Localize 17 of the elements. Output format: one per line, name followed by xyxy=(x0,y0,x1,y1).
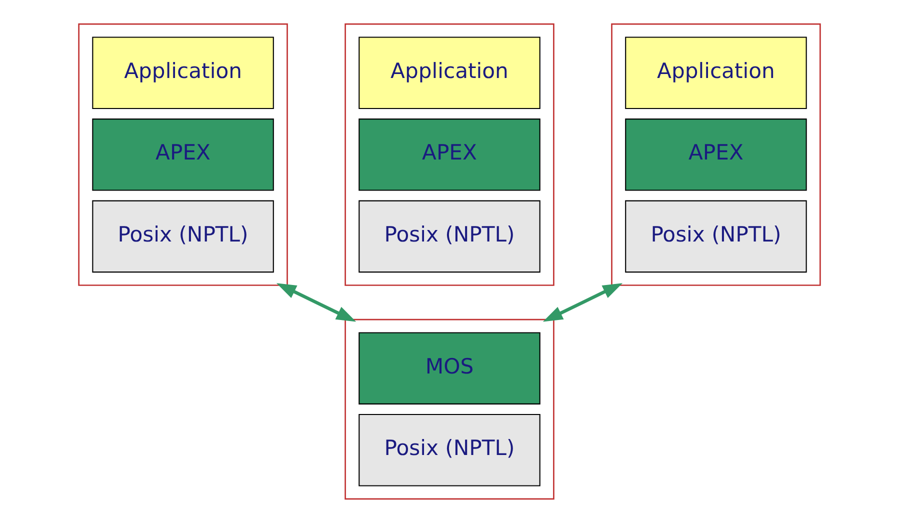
cluster xyxy=(610,23,820,286)
node-box: Posix (NPTL) xyxy=(358,200,540,273)
arrow xyxy=(276,283,356,322)
node-box: APEX xyxy=(358,118,540,191)
node-box: APEX xyxy=(92,118,274,191)
arrow xyxy=(542,283,622,322)
node-box: Application xyxy=(92,36,274,110)
node-box: Posix (NPTL) xyxy=(358,414,540,486)
cluster xyxy=(344,23,554,286)
node-box: APEX xyxy=(624,118,806,191)
node-box: Application xyxy=(358,36,540,110)
node-box: MOS xyxy=(358,332,540,404)
node-box: Posix (NPTL) xyxy=(624,200,806,273)
cluster xyxy=(78,23,288,286)
node-box: Posix (NPTL) xyxy=(92,200,274,273)
node-box: Application xyxy=(624,36,806,110)
cluster xyxy=(344,318,554,500)
